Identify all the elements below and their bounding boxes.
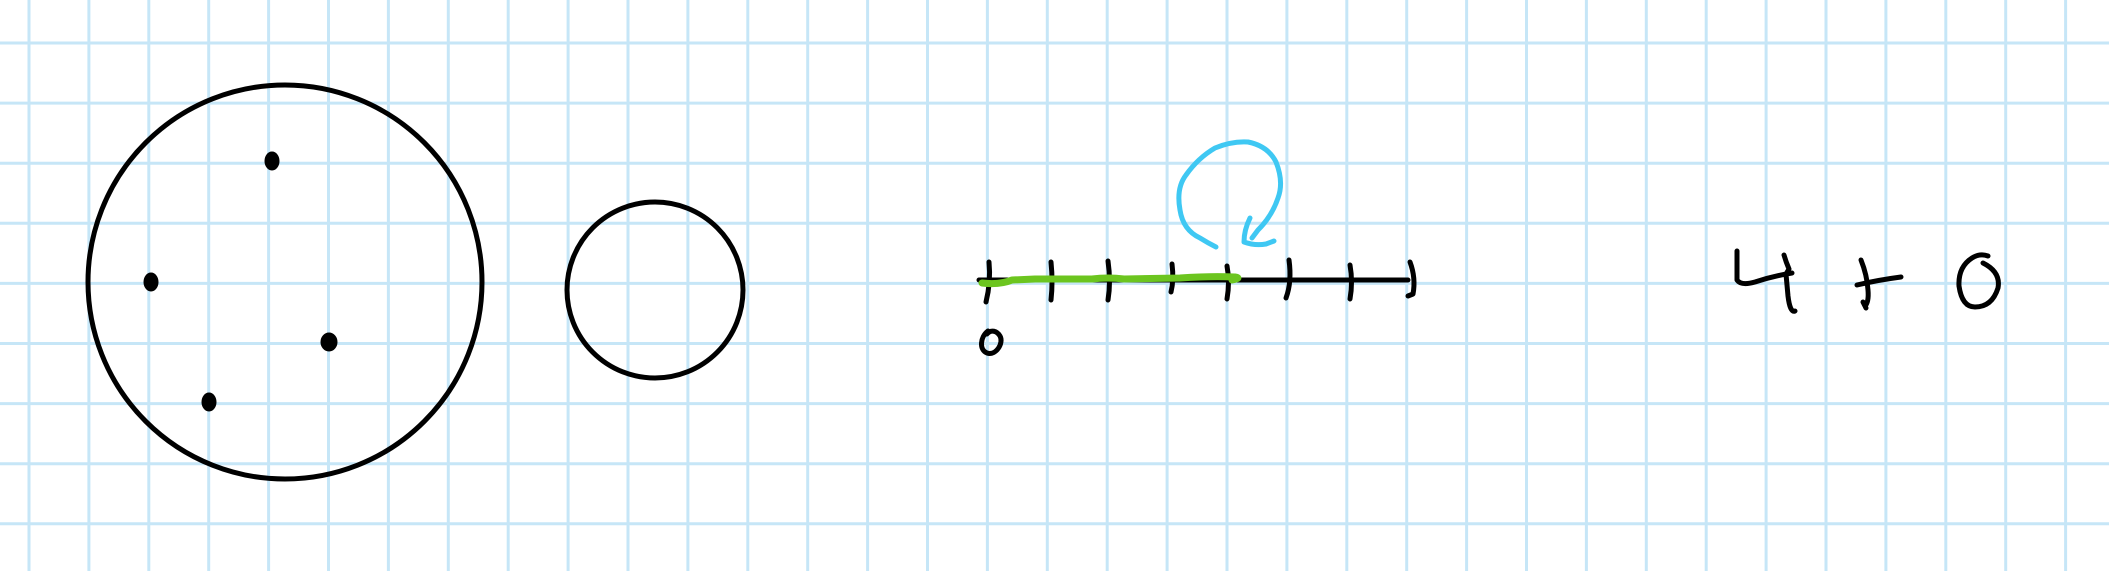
dot bbox=[264, 151, 280, 171]
tick bbox=[1283, 257, 1293, 301]
digit-zero bbox=[1956, 252, 2001, 310]
dots-group bbox=[143, 151, 338, 412]
tick bbox=[1224, 263, 1231, 302]
dot bbox=[143, 272, 159, 292]
blue-loop-arrow bbox=[1176, 139, 1284, 250]
plus-sign bbox=[1854, 257, 1904, 311]
large-circle bbox=[85, 82, 485, 482]
hidden-color-values: #000000 bbox=[1, 0, 6, 2]
tick bbox=[1347, 262, 1354, 302]
green-highlight-stroke bbox=[978, 273, 1242, 288]
equation-handwritten bbox=[1734, 248, 2001, 314]
dot bbox=[320, 332, 338, 352]
large-circle-with-dots bbox=[85, 82, 485, 482]
tick bbox=[1405, 259, 1417, 299]
ink-color: #000000 bbox=[1, 0, 6, 2]
loop-curve bbox=[1176, 139, 1284, 250]
empty-circle bbox=[564, 199, 746, 381]
arrowhead bbox=[1241, 215, 1277, 248]
zero-handwritten bbox=[979, 328, 1004, 356]
digit-four bbox=[1734, 248, 1798, 314]
dot bbox=[201, 392, 217, 412]
